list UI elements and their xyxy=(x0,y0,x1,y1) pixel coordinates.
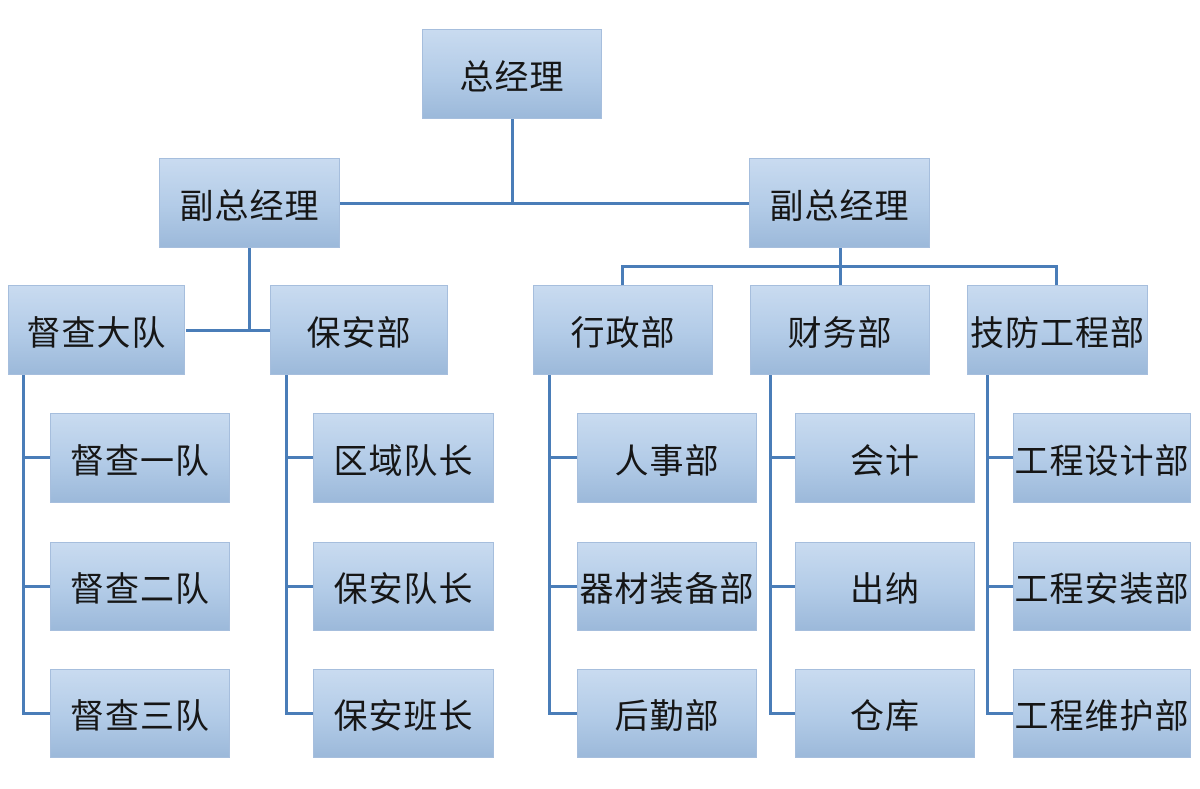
connector-gm-vertical xyxy=(511,118,514,205)
trunk-inspection-column xyxy=(22,375,25,715)
node-accountant: 会计 xyxy=(795,413,975,503)
stub-inspection-2 xyxy=(22,585,50,588)
node-security-dept: 保安部 xyxy=(270,285,448,375)
stub-tech-1 xyxy=(986,456,1013,459)
node-equipment-dept: 器材装备部 xyxy=(577,542,757,631)
node-cashier: 出纳 xyxy=(795,542,975,631)
stub-security-2 xyxy=(285,585,313,588)
connector-inspection-security-horizontal xyxy=(186,329,270,332)
stub-inspection-1 xyxy=(22,456,50,459)
node-tech-engineering-dept: 技防工程部 xyxy=(967,285,1148,375)
node-personnel-dept: 人事部 xyxy=(577,413,757,503)
stub-security-3 xyxy=(285,712,313,715)
node-general-manager: 总经理 xyxy=(422,29,602,119)
stub-tech-3 xyxy=(986,712,1013,715)
stub-admin-1 xyxy=(548,456,577,459)
stub-admin-2 xyxy=(548,585,577,588)
stub-finance-1 xyxy=(769,456,795,459)
stub-tech-2 xyxy=(986,585,1013,588)
node-security-captain: 保安队长 xyxy=(313,542,494,631)
node-inspection-brigade: 督查大队 xyxy=(8,285,185,375)
node-security-squad-leader: 保安班长 xyxy=(313,669,494,758)
node-inspection-team-1: 督查一队 xyxy=(50,413,230,503)
node-deputy-gm-right: 副总经理 xyxy=(749,158,930,248)
node-logistics-dept: 后勤部 xyxy=(577,669,757,758)
connector-bus-to-tech-vertical xyxy=(1055,265,1058,285)
node-warehouse: 仓库 xyxy=(795,669,975,758)
stub-finance-3 xyxy=(769,712,795,715)
trunk-finance-column xyxy=(769,375,772,715)
node-inspection-team-3: 督查三队 xyxy=(50,669,230,758)
node-engineering-maintenance-dept: 工程维护部 xyxy=(1013,669,1191,758)
connector-deputies-horizontal xyxy=(340,202,749,205)
stub-finance-2 xyxy=(769,585,795,588)
connector-right-bus-horizontal xyxy=(621,265,1058,268)
stub-inspection-3 xyxy=(22,712,50,715)
node-regional-captain: 区域队长 xyxy=(313,413,494,503)
node-admin-dept: 行政部 xyxy=(533,285,713,375)
trunk-tech-column xyxy=(986,375,989,715)
node-deputy-gm-left: 副总经理 xyxy=(159,158,340,248)
node-engineering-design-dept: 工程设计部 xyxy=(1013,413,1191,503)
trunk-admin-column xyxy=(548,375,551,715)
stub-security-1 xyxy=(285,456,313,459)
connector-bus-to-admin-vertical xyxy=(621,265,624,285)
node-inspection-team-2: 督查二队 xyxy=(50,542,230,631)
connector-deputy-left-vertical xyxy=(248,248,251,332)
node-finance-dept: 财务部 xyxy=(750,285,930,375)
node-engineering-install-dept: 工程安装部 xyxy=(1013,542,1191,631)
stub-admin-3 xyxy=(548,712,577,715)
trunk-security-column xyxy=(285,375,288,715)
